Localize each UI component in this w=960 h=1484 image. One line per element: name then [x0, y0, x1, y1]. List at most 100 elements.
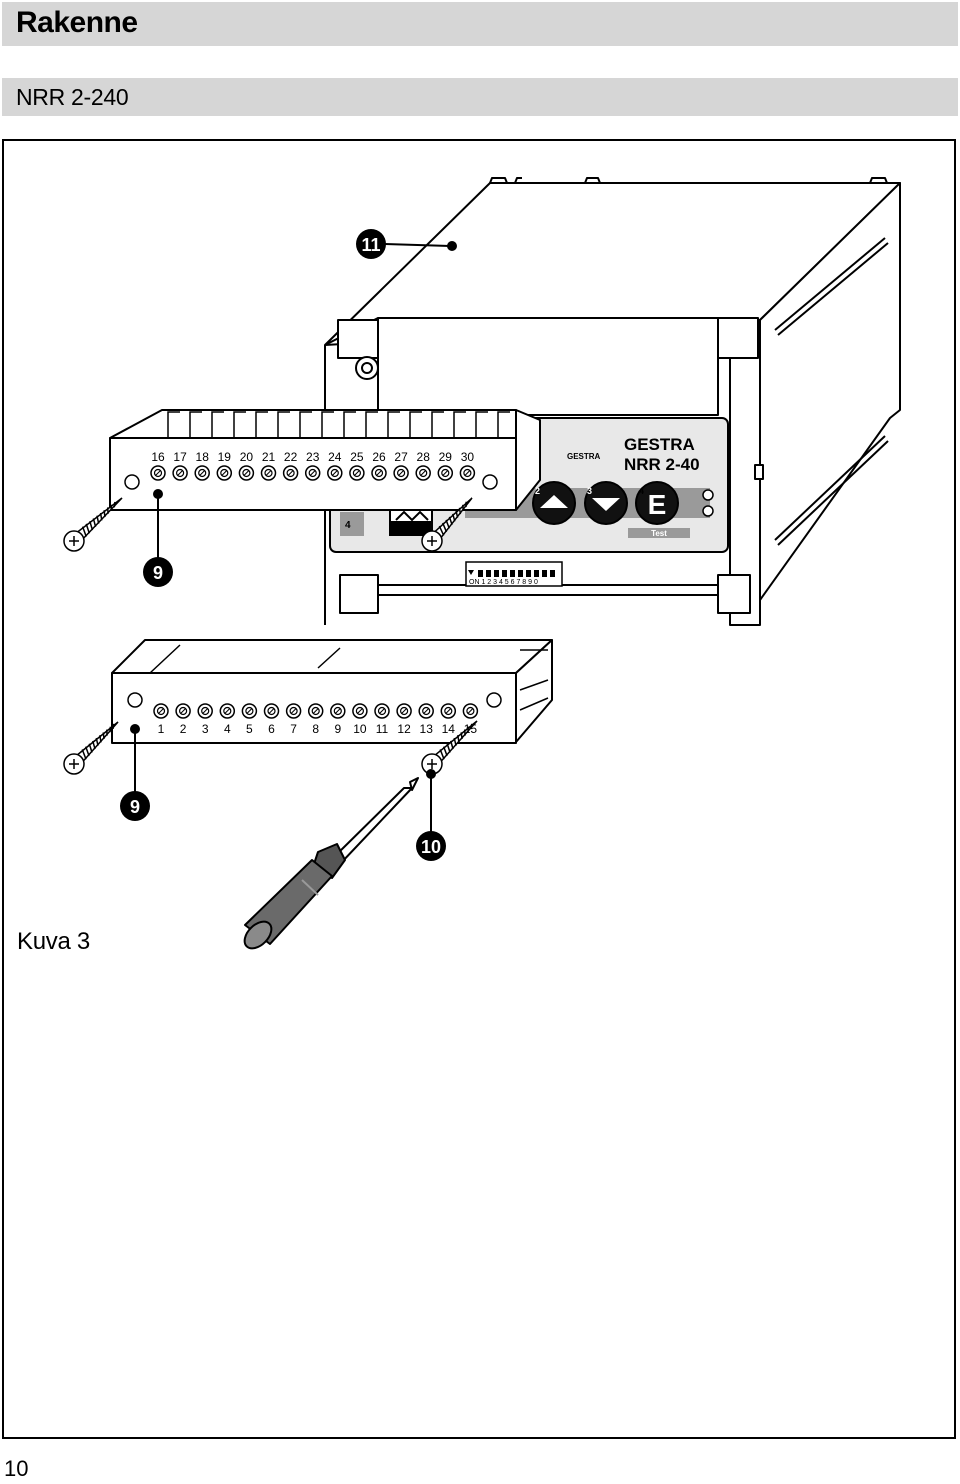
button-number-3: 3 [587, 486, 592, 496]
top-terminal-screw-20[interactable] [238, 465, 255, 481]
terminal-number: 11 [376, 722, 389, 736]
screw-icon [63, 497, 123, 552]
terminal-number: 6 [268, 722, 275, 736]
top-terminal-screws [150, 465, 476, 481]
terminal-number: 9 [334, 722, 341, 736]
top-terminal-screw-19[interactable] [216, 465, 233, 481]
test-label: Test [651, 529, 667, 538]
page-title: Rakenne [16, 6, 138, 39]
top-terminal-screw-21[interactable] [260, 465, 277, 481]
terminal-number: 18 [196, 450, 210, 464]
terminal-number: 4 [224, 722, 231, 736]
terminal-number: 21 [262, 450, 276, 464]
figure-caption: Kuva 3 [17, 928, 90, 955]
enter-button[interactable] [635, 481, 679, 525]
top-terminal-screw-30[interactable] [459, 465, 476, 481]
callout-badge-9-bottom: 9 [120, 791, 150, 821]
terminal-number: 19 [218, 450, 232, 464]
bottom-terminal-screw-10[interactable] [352, 703, 368, 719]
svg-text:9: 9 [153, 563, 163, 583]
top-terminal-screw-18[interactable] [194, 465, 210, 481]
callout-leaders-9 [130, 489, 436, 832]
top-terminal-screw-25[interactable] [349, 465, 365, 481]
dip-switch-label: ON 1 2 3 4 5 6 7 8 9 0 [469, 579, 538, 586]
dip-lever[interactable] [534, 570, 539, 577]
dip-lever[interactable] [502, 570, 507, 577]
page-title-bar: Rakenne [2, 2, 958, 46]
model-label: NRR 2-40 [624, 455, 700, 474]
dip-lever[interactable] [518, 570, 523, 577]
bottom-terminal-screw-14[interactable] [440, 703, 457, 719]
dip-lever[interactable] [478, 570, 483, 577]
bottom-terminal-screw-6[interactable] [263, 703, 280, 719]
terminal-number: 17 [173, 450, 187, 464]
svg-text:9: 9 [130, 797, 140, 817]
terminal-number: 28 [417, 450, 431, 464]
bottom-terminal-screw-9[interactable] [330, 703, 346, 719]
terminal-number: 14 [442, 722, 456, 736]
top-terminal-screw-23[interactable] [304, 465, 321, 481]
top-terminal-screw-22[interactable] [282, 465, 299, 481]
terminal-number: 3 [202, 722, 209, 736]
bottom-terminal-screw-2[interactable] [175, 703, 191, 719]
brand-small: GESTRA [567, 452, 601, 461]
terminal-number: 22 [284, 450, 298, 464]
bottom-terminal-screw-12[interactable] [396, 703, 412, 719]
top-terminal-screw-29[interactable] [437, 465, 454, 481]
dip-lever[interactable] [542, 570, 547, 577]
terminal-number: 16 [151, 450, 165, 464]
bottom-terminal-numbers: 123456789101112131415 [158, 722, 478, 736]
bottom-terminal-block [111, 639, 553, 744]
section-title-bar: NRR 2-240 [2, 78, 958, 116]
screwdriver-icon [243, 777, 419, 950]
top-terminal-screw-17[interactable] [172, 465, 188, 481]
terminal-number: 30 [461, 450, 475, 464]
housing-callout-leader [384, 241, 457, 251]
terminal-number: 25 [350, 450, 364, 464]
terminal-number: 13 [420, 722, 434, 736]
terminal-number: 29 [439, 450, 453, 464]
bottom-terminal-screw-15[interactable] [462, 703, 479, 719]
top-terminal-screw-26[interactable] [371, 465, 387, 481]
terminal-number: 27 [394, 450, 408, 464]
bottom-terminal-screw-11[interactable] [374, 703, 390, 719]
bottom-terminal-screw-7[interactable] [285, 703, 302, 719]
left-panel-number: 4 [345, 520, 351, 531]
bottom-terminal-screw-13[interactable] [418, 703, 434, 719]
bottom-terminal-screw-5[interactable] [241, 703, 258, 719]
callout-badge-10: 10 [416, 831, 446, 861]
dip-lever[interactable] [494, 570, 499, 577]
top-terminal-screw-16[interactable] [150, 465, 166, 481]
top-terminal-screw-27[interactable] [393, 465, 409, 481]
terminal-number: 1 [158, 722, 165, 736]
svg-text:11: 11 [361, 235, 380, 255]
dip-lever[interactable] [510, 570, 515, 577]
enter-key-label: E [648, 489, 667, 520]
terminal-number: 12 [397, 722, 411, 736]
page-number: 10 [4, 1456, 29, 1481]
terminal-number: 26 [372, 450, 386, 464]
terminal-number: 24 [328, 450, 342, 464]
section-title: NRR 2-240 [16, 84, 129, 110]
bottom-terminal-screw-8[interactable] [307, 703, 324, 719]
terminal-number: 8 [312, 722, 319, 736]
button-number-4: 4 [639, 486, 644, 496]
fixing-screws [63, 497, 478, 775]
dip-lever[interactable] [550, 570, 555, 577]
bottom-terminal-screw-3[interactable] [197, 703, 213, 719]
terminal-number: 7 [290, 722, 297, 736]
brand-label: GESTRA [624, 435, 695, 454]
top-terminal-screw-28[interactable] [415, 465, 431, 481]
screw-icon [63, 721, 119, 775]
dip-lever[interactable] [526, 570, 531, 577]
terminal-number: 10 [353, 722, 367, 736]
front-panel-text: GESTRA GESTRA NRR 2-40 2 3 4 E Test 4 ON… [345, 435, 700, 586]
bottom-terminal-screw-4[interactable] [219, 703, 236, 719]
top-terminal-screw-24[interactable] [327, 465, 343, 481]
dip-lever[interactable] [486, 570, 491, 577]
bottom-terminal-screw-1[interactable] [153, 703, 169, 719]
terminal-number: 5 [246, 722, 253, 736]
callout-badge-11: 11 [356, 229, 386, 259]
terminal-number: 20 [240, 450, 254, 464]
